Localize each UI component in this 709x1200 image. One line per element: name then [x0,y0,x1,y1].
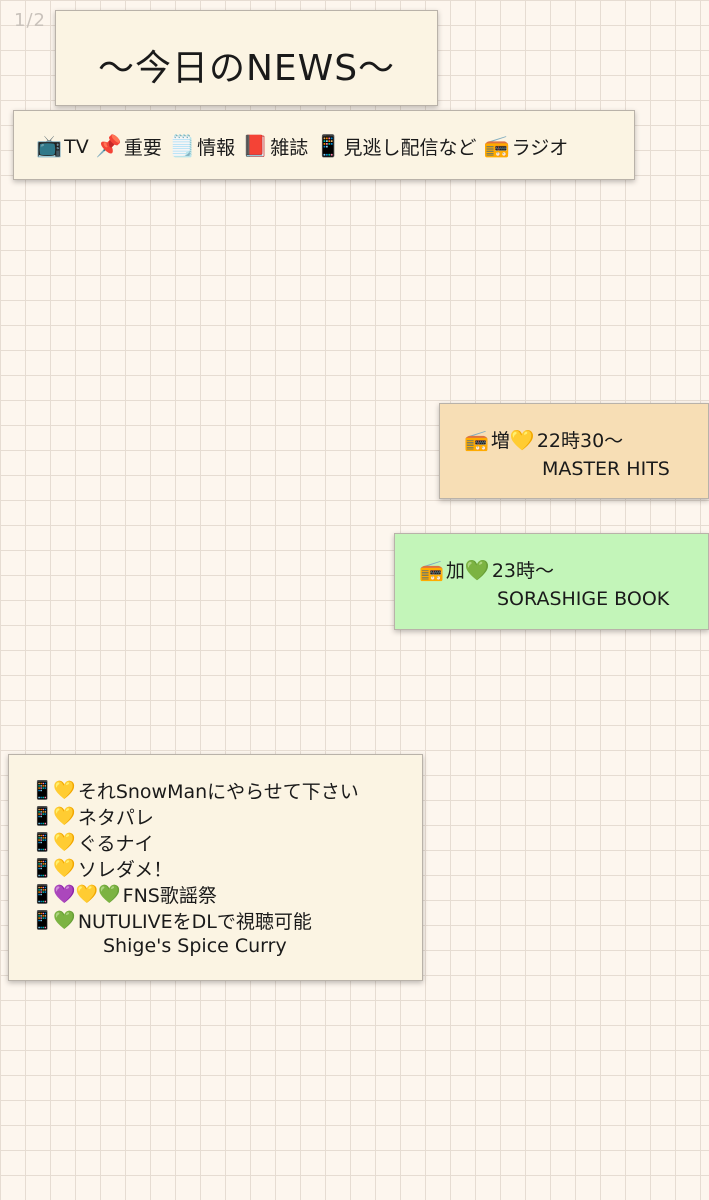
list-item-subtitle: Shige's Spice Curry [31,933,422,959]
program-title: ネタパレ [77,806,154,829]
program-name: SORASHIGE BOOK [497,588,670,610]
legend-item-tv: 📺 TV [36,134,89,159]
legend-label: 情報 [197,137,236,159]
phone-heart-icons: 📱💚 [31,909,76,931]
radio-icon: 📻 [464,428,489,452]
yellow-heart-icon: 💛 [509,428,535,452]
page-title: 〜今日のNEWS〜 [97,48,396,89]
legend-row: 📺 TV 📌 重要 🗒️ 情報 📕 雑誌 📱 見逃し配信など 📻 ラジオ [36,133,575,160]
program-title: ソレダメ！ [77,858,173,881]
legend-item-important: 📌 重要 [96,133,162,160]
radio-note-line1: 📻加💚23時〜 [419,556,708,585]
book-icon: 📕 [242,134,269,158]
radio-icon: 📻 [419,558,444,582]
phone-icon: 📱 [315,134,342,158]
phone-heart-icons: 📱💜💛💚 [31,883,121,905]
streaming-sticky-note[interactable]: 📱💛それSnowManにやらせて下さい 📱💛ネタパレ 📱💛ぐるナイ 📱💛ソレダメ… [8,754,423,981]
legend-item-streaming: 📱 見逃し配信など [315,133,476,160]
phone-heart-icons: 📱💛 [31,831,76,853]
program-title: ぐるナイ [77,832,154,855]
list-item: 📱💚NUTULIVEをDLで視聴可能 [31,907,422,933]
program-title: FNS歌謡祭 [122,884,217,907]
list-item: 📱💜💛💚FNS歌謡祭 [31,881,422,907]
program-subtitle: Shige's Spice Curry [103,935,287,957]
radio-note-line1: 📻増💛22時30〜 [464,426,708,455]
tv-icon: 📺 [36,134,63,158]
member-label: 加 [445,560,465,582]
broadcast-time: 23時〜 [491,560,555,582]
legend-label: 雑誌 [270,137,309,159]
notepad-icon: 🗒️ [168,134,196,158]
legend-item-magazine: 📕 雑誌 [242,133,308,160]
pushpin-icon: 📌 [95,134,122,158]
legend-label: TV [64,135,89,158]
green-heart-icon: 💚 [464,558,490,582]
list-item: 📱💛ぐるナイ [31,829,422,855]
page-indicator: 1/2 [14,10,46,31]
legend-item-info: 🗒️ 情報 [169,133,235,160]
broadcast-time: 22時30〜 [536,430,624,452]
phone-heart-icons: 📱💛 [31,779,76,801]
program-title: NUTULIVEをDLで視聴可能 [77,910,312,933]
radio-sticky-note-kato[interactable]: 📻加💚23時〜 SORASHIGE BOOK [394,533,709,630]
program-name: MASTER HITS [542,458,670,480]
legend-sticky-note[interactable]: 📺 TV 📌 重要 🗒️ 情報 📕 雑誌 📱 見逃し配信など 📻 ラジオ [13,110,635,180]
list-item: 📱💛ネタパレ [31,803,422,829]
phone-heart-icons: 📱💛 [31,857,76,879]
list-item: 📱💛ソレダメ！ [31,855,422,881]
legend-label: 見逃し配信など [343,137,477,159]
list-item: 📱💛それSnowManにやらせて下さい [31,777,422,803]
program-title: それSnowManにやらせて下さい [77,780,359,803]
title-sticky-note[interactable]: 〜今日のNEWS〜 [55,10,438,106]
member-label: 増 [490,430,510,452]
radio-icon: 📻 [483,134,510,158]
legend-label: 重要 [123,137,162,159]
legend-item-radio: 📻 ラジオ [483,133,568,160]
radio-sticky-note-masuda[interactable]: 📻増💛22時30〜 MASTER HITS [439,403,709,499]
phone-heart-icons: 📱💛 [31,805,76,827]
legend-label: ラジオ [511,137,569,159]
